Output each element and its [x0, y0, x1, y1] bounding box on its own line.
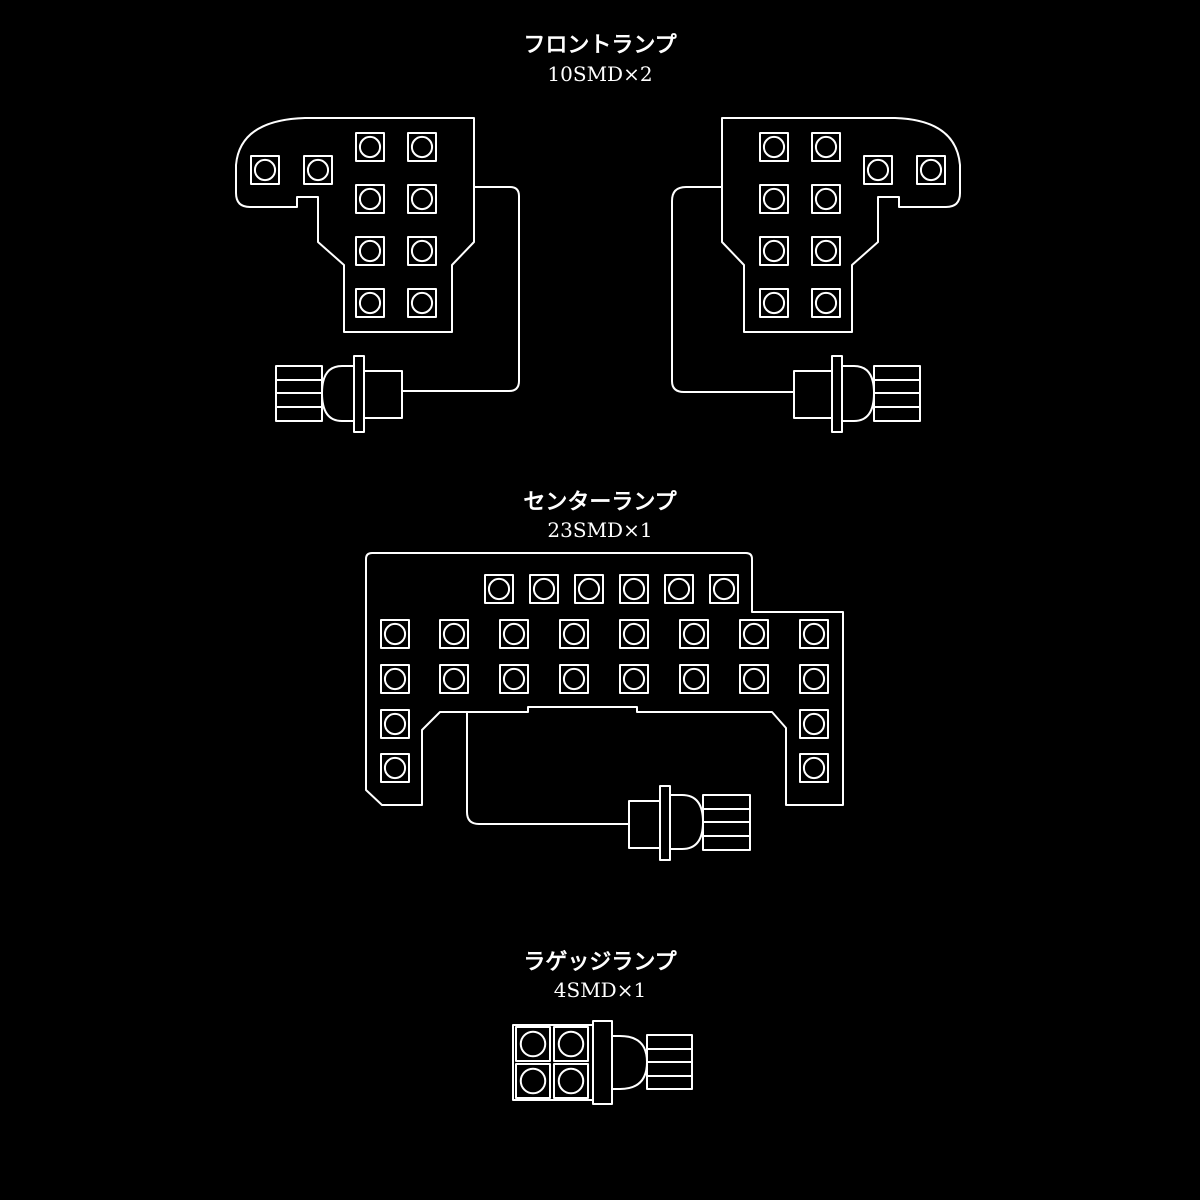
smd-led-front-right: [812, 185, 840, 213]
smd-led-center: [800, 665, 828, 693]
front-lamp-spec: 10SMD×2: [547, 62, 653, 86]
smd-led-luggage: [516, 1027, 550, 1061]
smd-led-center: [740, 620, 768, 648]
smd-led-center: [800, 710, 828, 738]
luggage-lamp-title: ラゲッジランプ: [523, 949, 677, 975]
smd-led-center: [381, 620, 409, 648]
center-lamp-title: センターランプ: [523, 489, 677, 515]
t10-wedge-bulb-luggage: [593, 1021, 692, 1104]
smd-led-front-left: [356, 133, 384, 161]
smd-led-front-right: [812, 237, 840, 265]
smd-led-front-right: [864, 156, 892, 184]
smd-led-front-left: [356, 185, 384, 213]
front-lamp-right-board: [722, 118, 960, 332]
smd-led-luggage: [516, 1064, 550, 1098]
smd-led-center: [485, 575, 513, 603]
center-lamp-wire: [467, 712, 629, 824]
smd-led-front-right: [760, 133, 788, 161]
smd-led-center: [381, 665, 409, 693]
front-lamp-left: [236, 118, 519, 432]
smd-led-center: [575, 575, 603, 603]
smd-led-front-left: [251, 156, 279, 184]
smd-led-center: [500, 620, 528, 648]
t10-wedge-bulb-front-left: [276, 356, 402, 432]
front-lamp-right: [672, 118, 960, 432]
smd-led-center: [680, 620, 708, 648]
front-lamp-right-wire: [672, 187, 794, 392]
t10-wedge-bulb-center: [629, 786, 750, 860]
smd-led-center: [740, 665, 768, 693]
smd-led-luggage: [554, 1027, 588, 1061]
smd-led-center: [500, 665, 528, 693]
smd-led-front-left: [408, 289, 436, 317]
smd-led-front-right: [812, 289, 840, 317]
smd-led-center: [620, 665, 648, 693]
front-lamp-title: フロントランプ: [523, 32, 677, 58]
t10-wedge-bulb-front-right: [794, 356, 920, 432]
smd-led-front-left: [408, 237, 436, 265]
smd-led-center: [665, 575, 693, 603]
luggage-lamp: [513, 1021, 692, 1104]
smd-led-center: [560, 665, 588, 693]
smd-led-front-right: [812, 133, 840, 161]
smd-led-center: [560, 620, 588, 648]
front-lamp-left-board: [236, 118, 474, 332]
smd-led-center: [710, 575, 738, 603]
smd-led-front-left: [408, 133, 436, 161]
smd-led-center: [680, 665, 708, 693]
smd-led-center: [620, 575, 648, 603]
smd-led-front-right: [760, 185, 788, 213]
center-lamp: [366, 553, 843, 860]
smd-led-center: [530, 575, 558, 603]
smd-led-front-left: [304, 156, 332, 184]
center-lamp-spec: 23SMD×1: [547, 518, 653, 542]
smd-led-center: [800, 620, 828, 648]
smd-led-center: [620, 620, 648, 648]
smd-led-luggage: [554, 1064, 588, 1098]
smd-led-center: [381, 710, 409, 738]
front-lamp-left-wire: [402, 187, 519, 391]
smd-led-front-right: [760, 237, 788, 265]
smd-led-front-left: [356, 289, 384, 317]
center-lamp-board: [366, 553, 843, 805]
smd-led-center: [440, 665, 468, 693]
luggage-lamp-spec: 4SMD×1: [553, 978, 647, 1002]
smd-led-front-left: [356, 237, 384, 265]
smd-led-front-left: [408, 185, 436, 213]
smd-led-center: [440, 620, 468, 648]
smd-led-center: [800, 754, 828, 782]
smd-led-center: [381, 754, 409, 782]
smd-led-front-right: [917, 156, 945, 184]
smd-led-front-right: [760, 289, 788, 317]
